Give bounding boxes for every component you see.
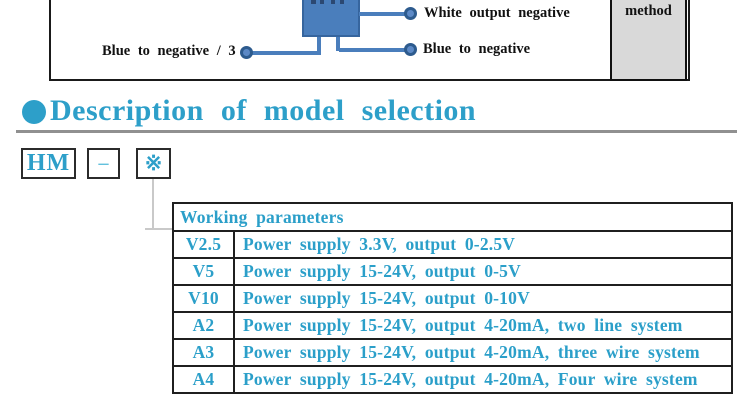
working-parameters-table: Working parameters V2.5 Power supply 3.3… [172, 202, 733, 394]
section-title: Description of model selection [50, 94, 477, 127]
model-separator-box: – [87, 148, 120, 179]
table-row: A3 Power supply 15-24V, output 4-20mA, t… [172, 338, 733, 367]
table-row: A2 Power supply 15-24V, output 4-20mA, t… [172, 311, 733, 340]
cutoff-text-remnant [311, 0, 349, 4]
terminal-node-left [240, 46, 253, 59]
label-blue-to-negative: Blue to negative [423, 41, 531, 57]
selector-connector-vertical [152, 179, 154, 229]
label-blue-to-negative-3: Blue to negative / 3 [102, 43, 236, 59]
method-column-label: method [625, 3, 672, 19]
model-cell: V5 [172, 257, 235, 286]
model-cell: A3 [172, 338, 235, 367]
description-cell: Power supply 3.3V, output 0-2.5V [233, 230, 733, 259]
wire-left [251, 51, 321, 55]
label-white-output-negative: White output negative [424, 5, 570, 21]
table-header-row: Working parameters [172, 202, 733, 232]
wire-right-top [359, 12, 409, 16]
method-column-cell [610, 0, 687, 81]
table-header-label: Working parameters [172, 202, 733, 232]
model-cell: A4 [172, 365, 235, 394]
model-cell: V10 [172, 284, 235, 313]
table-row: V10 Power supply 15-24V, output 0-10V [172, 284, 733, 313]
description-cell: Power supply 15-24V, output 0-5V [233, 257, 733, 286]
table-row: A4 Power supply 15-24V, output 4-20mA, F… [172, 365, 733, 394]
wire-leg-right [336, 37, 340, 51]
description-cell: Power supply 15-24V, output 4-20mA, thre… [233, 338, 733, 367]
bullet-icon [22, 100, 46, 124]
description-cell: Power supply 15-24V, output 0-10V [233, 284, 733, 313]
wire-leg-left [317, 37, 321, 54]
model-cell: V2.5 [172, 230, 235, 259]
model-prefix-box: HM [21, 148, 76, 179]
model-cell: A2 [172, 311, 235, 340]
model-wildcard-box: ※ [136, 148, 171, 179]
description-cell: Power supply 15-24V, output 4-20mA, Four… [233, 365, 733, 394]
terminal-node-white [404, 7, 417, 20]
wire-right-bottom [339, 48, 409, 52]
table-row: V2.5 Power supply 3.3V, output 0-2.5V [172, 230, 733, 259]
description-cell: Power supply 15-24V, output 4-20mA, two … [233, 311, 733, 340]
sensor-block [302, 0, 360, 37]
heading-underline [16, 130, 737, 133]
table-row: V5 Power supply 15-24V, output 0-5V [172, 257, 733, 286]
selector-connector-horizontal [145, 228, 173, 230]
terminal-node-blue [404, 43, 417, 56]
